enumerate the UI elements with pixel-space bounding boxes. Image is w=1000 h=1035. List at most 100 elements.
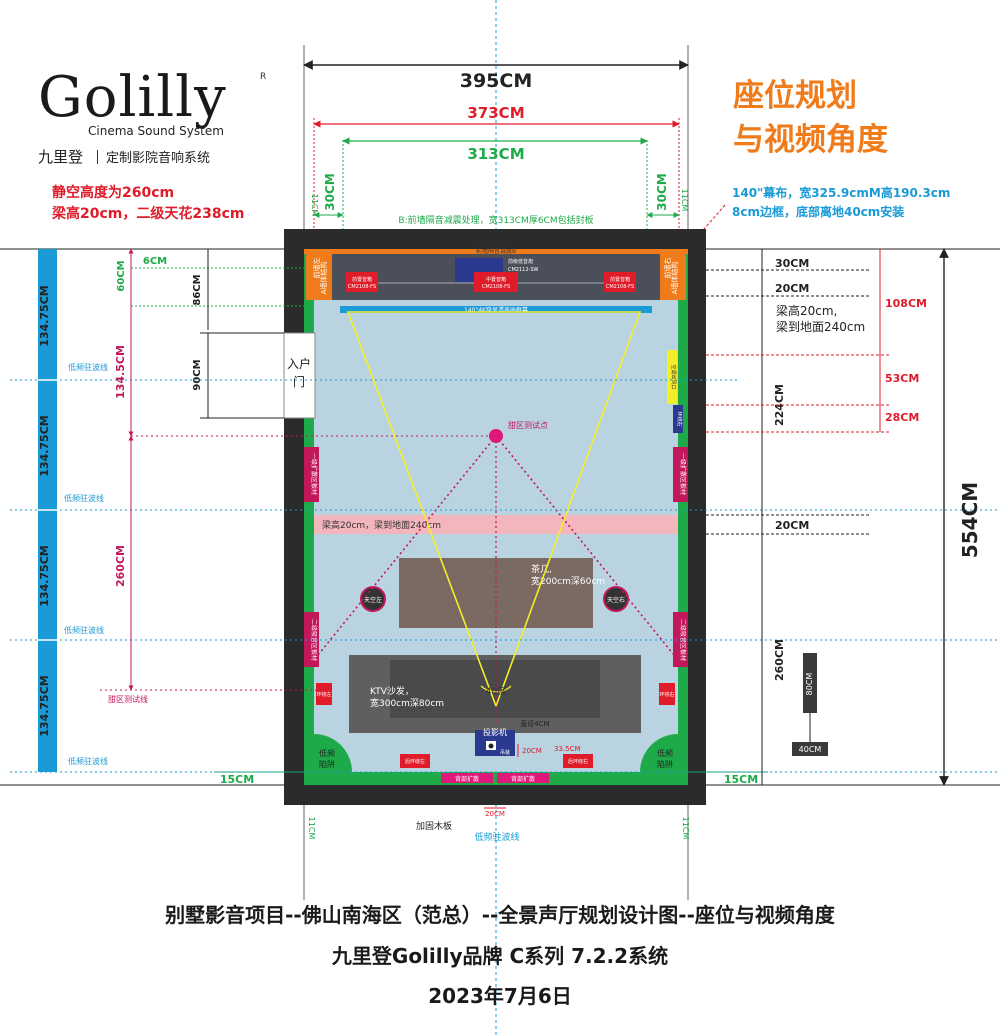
ac-outlet — [667, 350, 677, 404]
brand-block: Golilly R Cinema Sound System 九里登 定制影院音响… — [38, 65, 266, 167]
brand-tagline: 定制影院音响系统 — [106, 151, 211, 166]
wave-segment-4: 134.75CM — [38, 675, 51, 736]
dim-11-bottom-right: 11CM — [681, 817, 690, 840]
projection-screen — [340, 306, 652, 313]
brand-chinese-name: 九里登 — [38, 148, 84, 166]
front-left-speaker — [346, 272, 378, 292]
entrance-door — [283, 332, 316, 419]
diameter-label: 直径4CM — [520, 719, 549, 728]
dim-20-projector: 20CM — [522, 747, 542, 755]
front-right-speaker-text: 前置音箱 — [610, 276, 630, 283]
standing-wave-label-1: 低频驻波线 — [68, 362, 108, 372]
brand-subtitle: Cinema Sound System — [88, 124, 224, 138]
plan-title-line2: 与视频角度 — [733, 122, 888, 158]
dim-28: 28CM — [885, 411, 919, 424]
bass-trap-left-2: 陷阱 — [319, 759, 335, 769]
front-right-speaker — [604, 272, 636, 292]
right-surround-label: 环绕右 — [659, 691, 674, 698]
plan-title: 座位规划 与视频角度 — [733, 74, 888, 162]
dim-40: 40CM — [799, 745, 822, 754]
rear-left-speaker — [400, 754, 430, 768]
registered-mark: R — [260, 72, 267, 82]
beam-band-label: 梁高20cm，梁到地面240cm — [322, 519, 441, 531]
rear-diffuser-right — [497, 773, 549, 783]
bass-trap-right — [640, 734, 678, 772]
coffee-table-label-1: 茶几, — [531, 563, 552, 575]
front-wall-b-note: B:前墙隔音减震处理，宽313CM厚6CM包括封板 — [398, 214, 593, 226]
front-right-speaker-label: 前墙右 — [663, 258, 672, 279]
plan-title-line1: 座位规划 — [733, 78, 857, 114]
screen-spec-note: 140"幕布，宽325.9cmM高190.3cm 8cm边框，底部离地40cm安… — [732, 184, 950, 222]
dim-15-left: 15CM — [220, 773, 254, 786]
projector-lens — [488, 743, 494, 749]
ceiling-speaker-right — [603, 586, 629, 612]
beam-ceiling-text: 梁高20cm，二级天花238cm — [52, 206, 245, 222]
sweet-spot-label: 甜区测试点 — [508, 420, 548, 430]
dim-box-40 — [792, 742, 828, 756]
dim-6: 6CM — [143, 256, 167, 267]
dim-30-right: 30CM — [655, 173, 669, 210]
bass-trap-left — [314, 734, 352, 772]
screen-spec-pointer — [689, 204, 726, 246]
sofa-label-1: KTV沙发， — [370, 685, 414, 697]
rear-right-speaker — [563, 754, 593, 768]
projector-sub-label: 吊装 — [500, 749, 510, 756]
left-diffuser-label: 一级扩散区板材 — [310, 453, 318, 495]
static-height-text: 静空高度为260cm — [52, 185, 175, 201]
bass-trap-right-1: 低频 — [657, 748, 673, 758]
front-right-wall-label: A墙体结构 — [670, 262, 679, 295]
dim-11-bottom-left: 11CM — [307, 817, 316, 840]
beam-right-2: 梁到地面240cm — [776, 319, 865, 334]
dim-15-right: 15CM — [724, 773, 758, 786]
dim-33-5: 33.5CM — [554, 745, 581, 753]
screen-spec-line1: 140"幕布，宽325.9cmM高190.3cm — [732, 186, 951, 200]
rear-diffuser-right-label: 背部扩散 — [511, 775, 535, 783]
brand-divider — [97, 149, 99, 164]
footer-line-2: 九里登Golilly品牌 C系列 7.2.2系统 — [331, 944, 669, 968]
standing-wave-label-2: 低频驻波线 — [64, 493, 104, 503]
dim-90: 90CM — [192, 359, 203, 390]
dim-313: 313CM — [467, 145, 524, 163]
coffee-table-label-2: 宽200cm深60cm — [531, 575, 605, 587]
front-left-speaker-text: 前置音箱 — [352, 276, 372, 283]
dim-20-right-top: 20CM — [775, 282, 809, 295]
projector-label: 投影机 — [483, 727, 507, 737]
dim-11-top-left: 11CM — [310, 194, 319, 217]
right-diffuser-label: 一级扩散区板材 — [679, 453, 687, 495]
footer-line-1: 别墅影音项目--佛山南海区（范总）--全景声厅规划设计图--座位与视频角度 — [165, 903, 835, 927]
rear-left-label: 后环绕左 — [405, 758, 425, 765]
left-surround-label: 环绕左 — [316, 691, 331, 698]
bass-trap-left-1: 低频 — [319, 748, 335, 758]
dim-134-5: 134.5CM — [114, 345, 127, 399]
dim-260-left: 260CM — [114, 545, 127, 587]
dim-60: 60CM — [116, 260, 127, 291]
dim-554: 554CM — [958, 482, 982, 558]
reinforce-board-label: 加固木板 — [416, 820, 452, 832]
center-speaker-model: CM2108-FS — [482, 284, 510, 290]
front-wall-label: 前墙隔音减震B — [476, 247, 516, 255]
front-right-speaker-model: CM2108-FS — [606, 284, 634, 290]
door-label-1: 入户 — [287, 356, 311, 371]
door-label-2: 门 — [293, 374, 305, 389]
subwoofer-label: 前级低音炮 — [508, 258, 533, 265]
dim-224: 224CM — [773, 384, 786, 426]
right-absorber-label: 二级吸音区板材 — [679, 619, 687, 661]
standing-wave-label-4: 低频驻波线 — [68, 756, 108, 766]
bass-trap-right-2: 陷阱 — [657, 759, 673, 769]
dim-30-right-side: 30CM — [775, 257, 809, 270]
brand-logo: Golilly — [38, 65, 227, 130]
rear-diffuser-left — [441, 773, 493, 783]
standing-wave-bottom-label: 低频驻波线 — [474, 831, 519, 843]
screen-label: 140"4K隐显透声画框幕 — [464, 306, 528, 314]
beam-right-1: 梁高20cm, — [776, 303, 837, 318]
ceiling-left-label: 天空左 — [364, 596, 382, 604]
dim-20-bottom: 20CM — [485, 810, 505, 818]
right-surround-top-label: 环绕右 — [676, 411, 683, 426]
front-right-structure — [660, 252, 686, 300]
sofa-seat — [390, 660, 600, 718]
dim-86: 86CM — [192, 274, 203, 305]
dim-395: 395CM — [460, 70, 533, 92]
screen-spec-line2: 8cm边框，底部离地40cm安装 — [732, 205, 905, 219]
